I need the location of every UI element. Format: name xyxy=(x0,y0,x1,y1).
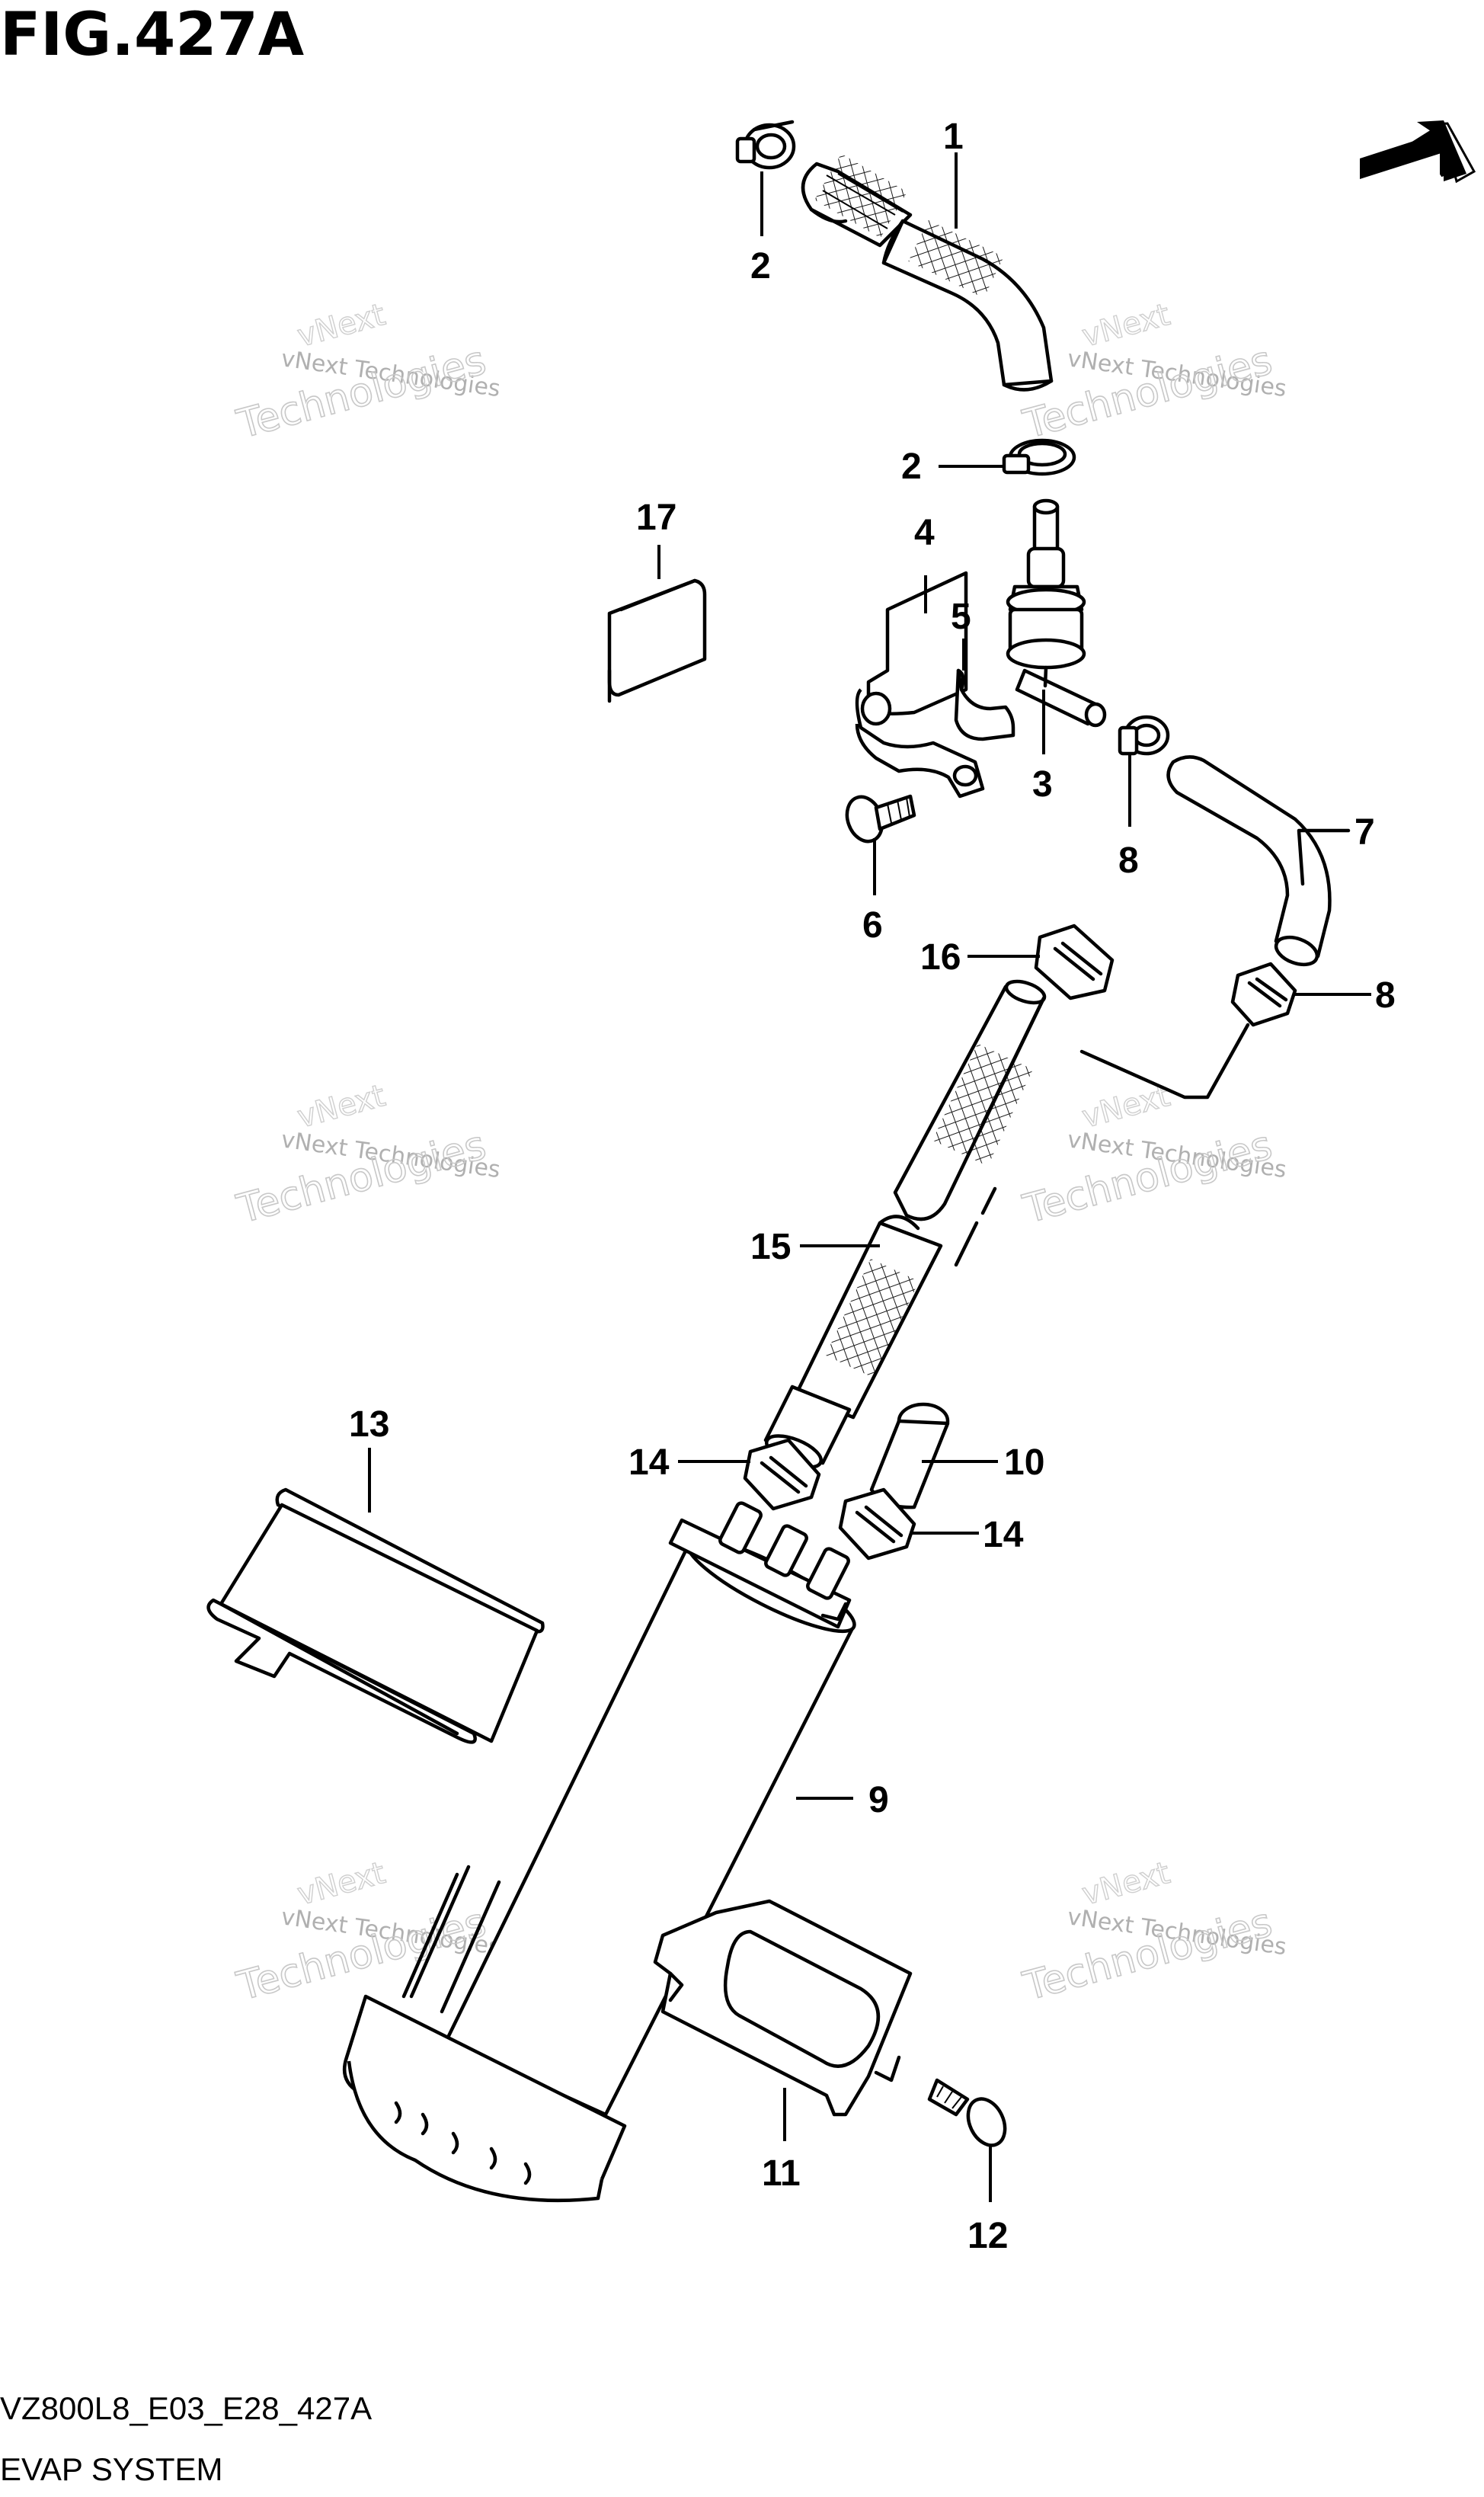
part-8-clamp-lower[interactable] xyxy=(1230,962,1297,1027)
callout-7: 7 xyxy=(1354,812,1375,853)
part-17-label[interactable] xyxy=(607,578,707,703)
callout-2-mid: 2 xyxy=(901,447,922,487)
diagram-name: EVAP SYSTEM xyxy=(0,2451,223,2487)
figure-title: FIG.427A xyxy=(0,1,304,69)
part-5-clip[interactable] xyxy=(954,668,1015,741)
part-13-filter[interactable] xyxy=(206,1487,545,1744)
part-12-screw[interactable] xyxy=(927,2078,1012,2151)
part-14-clamp-right[interactable] xyxy=(838,1487,916,1561)
svg-text:vNext: vNext xyxy=(294,1855,389,1913)
fwd-arrow-icon: FWD xyxy=(1360,120,1476,221)
part-15-hose[interactable] xyxy=(763,978,1047,1474)
watermark-mid-right: vNext vNext Technologies Technologies xyxy=(1018,1077,1288,1233)
part-4-bracket[interactable] xyxy=(855,571,985,799)
watermark-bottom-right: vNext vNext Technologies Technologies xyxy=(1018,1855,1288,2010)
callout-11: 11 xyxy=(762,2153,801,2194)
part-2-clamp-top[interactable] xyxy=(735,120,796,170)
callout-6: 6 xyxy=(862,905,883,946)
part-16-clamp[interactable] xyxy=(1034,924,1115,1000)
callout-8-lower: 8 xyxy=(1375,975,1396,1016)
svg-text:vNext: vNext xyxy=(1079,297,1174,354)
part-14-clamp-left[interactable] xyxy=(743,1438,821,1511)
part-3-fitting[interactable] xyxy=(1006,498,1107,728)
callout-8-upper: 8 xyxy=(1118,840,1139,881)
callout-12: 12 xyxy=(967,2216,1008,2256)
part-9-pump[interactable] xyxy=(342,1501,863,2203)
callout-3: 3 xyxy=(1032,764,1053,805)
callout-15: 15 xyxy=(750,1227,791,1267)
callout-14-left: 14 xyxy=(628,1442,670,1483)
svg-text:vNext: vNext xyxy=(1079,1855,1174,1913)
callout-labels: 1 2 2 3 4 5 6 7 8 8 9 10 11 12 13 14 14 … xyxy=(349,117,1396,2256)
svg-text:vNext: vNext xyxy=(294,297,389,354)
diagram-code: VZ800L8_E03_E28_427A xyxy=(0,2390,372,2426)
part-2-clamp-mid[interactable] xyxy=(1002,438,1076,476)
watermark-mid-left: vNext vNext Technologies Technologies xyxy=(232,1077,502,1233)
callout-16: 16 xyxy=(920,937,961,978)
part-6-screw[interactable] xyxy=(841,792,916,846)
callout-14-right: 14 xyxy=(983,1515,1024,1555)
part-11-holder[interactable] xyxy=(653,1899,913,2117)
callout-9: 9 xyxy=(868,1780,889,1820)
part-7-hose[interactable] xyxy=(1166,755,1332,969)
callout-2-top: 2 xyxy=(750,246,771,287)
callout-1: 1 xyxy=(943,117,964,157)
watermark-top-right: vNext vNext Technologies Technologies xyxy=(1018,296,1288,448)
watermark-top-left: vNext vNext Technologies Technologies xyxy=(232,296,502,448)
callout-10: 10 xyxy=(1004,1442,1044,1483)
leader-lines xyxy=(368,152,1371,2202)
part-1-hose[interactable] xyxy=(801,153,1054,392)
part-8-clamp-upper[interactable] xyxy=(1118,715,1170,756)
svg-text:vNext: vNext xyxy=(294,1078,389,1135)
callout-5: 5 xyxy=(951,597,971,637)
callout-13: 13 xyxy=(349,1404,389,1445)
callout-4: 4 xyxy=(914,513,935,553)
callout-17: 17 xyxy=(636,498,676,538)
